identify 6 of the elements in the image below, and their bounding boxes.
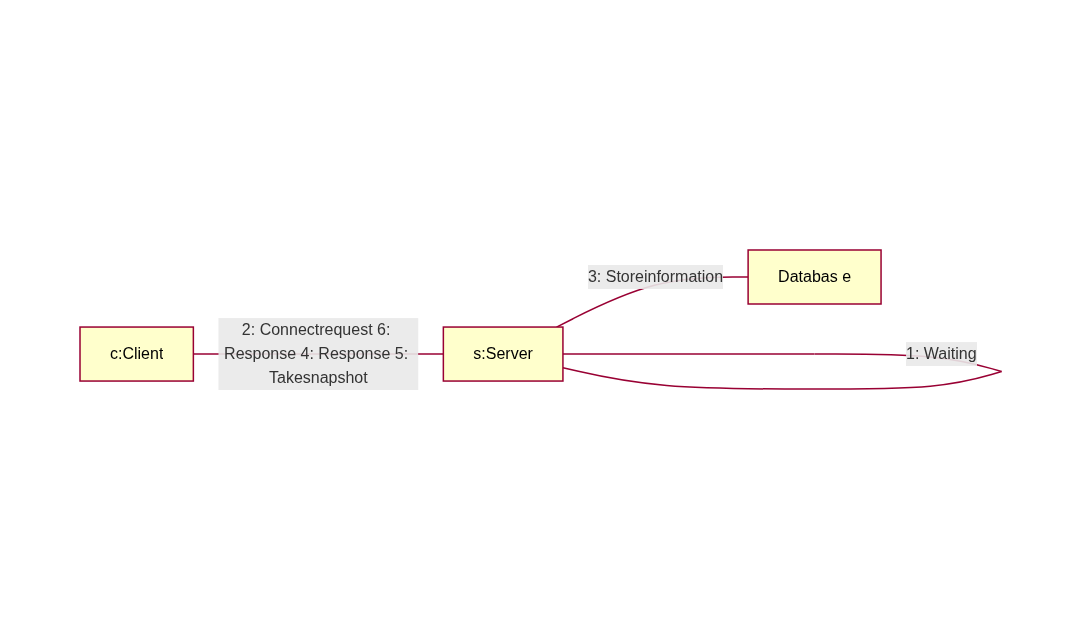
node-box: c:Client	[79, 326, 195, 383]
edge-label: 2: Connectrequest 6: Response 4: Response 5: Takesnapshot	[224, 321, 409, 387]
node-box: s:Server	[442, 326, 564, 383]
edge-label: 1: Waiting	[906, 345, 977, 363]
edge-label: 3: Storeinformation	[588, 268, 724, 286]
node-box: Databas e	[747, 249, 882, 306]
